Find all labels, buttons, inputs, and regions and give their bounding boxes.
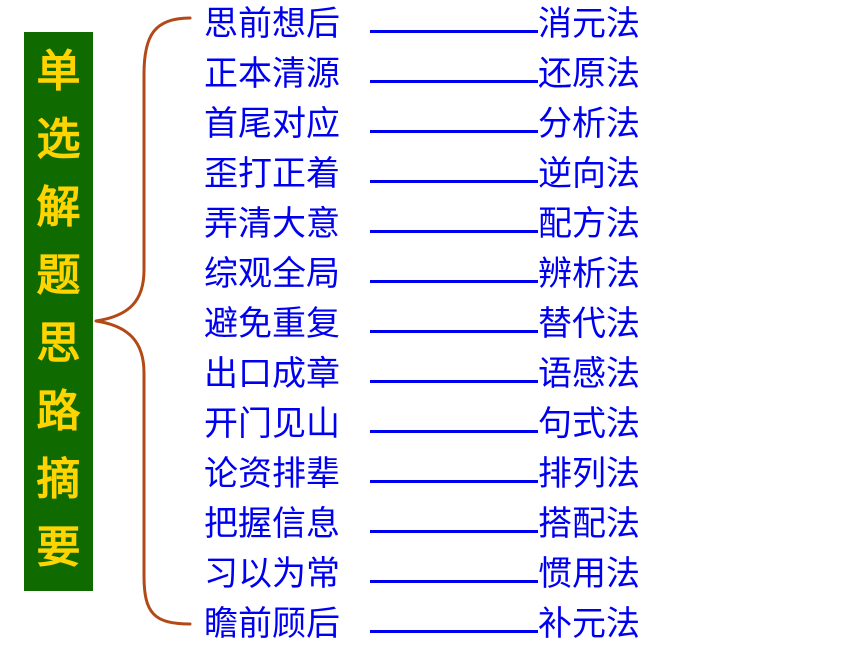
- phrase-text: 出口成章: [204, 354, 340, 394]
- list-item: 综观全局 辨析法: [204, 250, 674, 298]
- method-text: 分析法: [538, 104, 640, 144]
- list-item: 首尾对应 分析法: [204, 100, 674, 148]
- connector-line: [370, 329, 538, 333]
- method-text: 替代法: [538, 304, 640, 344]
- phrase-text: 开门见山: [204, 404, 340, 444]
- title-char: 路: [36, 386, 81, 437]
- phrase-text: 思前想后: [204, 4, 340, 44]
- connector-line: [370, 229, 538, 233]
- connector-line: [370, 79, 538, 83]
- method-text: 排列法: [538, 454, 640, 494]
- method-text: 搭配法: [538, 504, 640, 544]
- connector-line: [370, 479, 538, 483]
- phrase-text: 弄清大意: [204, 204, 340, 244]
- connector-line: [370, 629, 538, 633]
- title-char: 要: [36, 522, 81, 573]
- connector-line: [370, 529, 538, 533]
- method-text: 补元法: [538, 604, 640, 644]
- phrase-text: 综观全局: [204, 254, 340, 294]
- method-text: 逆向法: [538, 154, 640, 194]
- title-char: 解: [36, 182, 81, 233]
- list-item: 正本清源 还原法: [204, 50, 674, 98]
- method-text: 消元法: [538, 4, 640, 44]
- connector-line: [370, 129, 538, 133]
- phrase-text: 习以为常: [204, 554, 340, 594]
- phrase-text: 首尾对应: [204, 104, 340, 144]
- method-text: 句式法: [538, 404, 640, 444]
- list-item: 瞻前顾后 补元法: [204, 600, 674, 648]
- phrase-text: 瞻前顾后: [204, 604, 340, 644]
- list-item: 开门见山 句式法: [204, 400, 674, 448]
- method-text: 惯用法: [538, 554, 640, 594]
- method-text: 配方法: [538, 204, 640, 244]
- list-item: 避免重复 替代法: [204, 300, 674, 348]
- list-item: 思前想后 消元法: [204, 0, 674, 48]
- connector-line: [370, 429, 538, 433]
- phrase-text: 论资排辈: [204, 454, 340, 494]
- connector-line: [370, 379, 538, 383]
- method-text: 辨析法: [538, 254, 640, 294]
- list-item: 把握信息 搭配法: [204, 500, 674, 548]
- list-item: 弄清大意 配方法: [204, 200, 674, 248]
- phrase-text: 把握信息: [204, 504, 340, 544]
- title-char: 摘: [36, 454, 81, 505]
- list-item: 歪打正着 逆向法: [204, 150, 674, 198]
- phrase-text: 正本清源: [204, 54, 340, 94]
- title-char: 单: [36, 46, 81, 97]
- connector-line: [370, 579, 538, 583]
- phrase-text: 歪打正着: [204, 154, 340, 194]
- connector-line: [370, 179, 538, 183]
- method-text: 语感法: [538, 354, 640, 394]
- connector-line: [370, 29, 538, 33]
- curly-brace-path: [94, 16, 192, 626]
- list-item: 论资排辈 排列法: [204, 450, 674, 498]
- title-char: 选: [36, 114, 81, 165]
- connector-line: [370, 279, 538, 283]
- title-box: 单 选 解 题 思 路 摘 要: [24, 32, 93, 591]
- list-item: 出口成章 语感法: [204, 350, 674, 398]
- title-char: 思: [36, 318, 81, 369]
- phrase-text: 避免重复: [204, 304, 340, 344]
- method-text: 还原法: [538, 54, 640, 94]
- method-list: 思前想后 消元法 正本清源 还原法 首尾对应 分析法 歪打正着 逆向法 弄清大意…: [204, 0, 674, 645]
- list-item: 习以为常 惯用法: [204, 550, 674, 598]
- title-char: 题: [36, 250, 81, 301]
